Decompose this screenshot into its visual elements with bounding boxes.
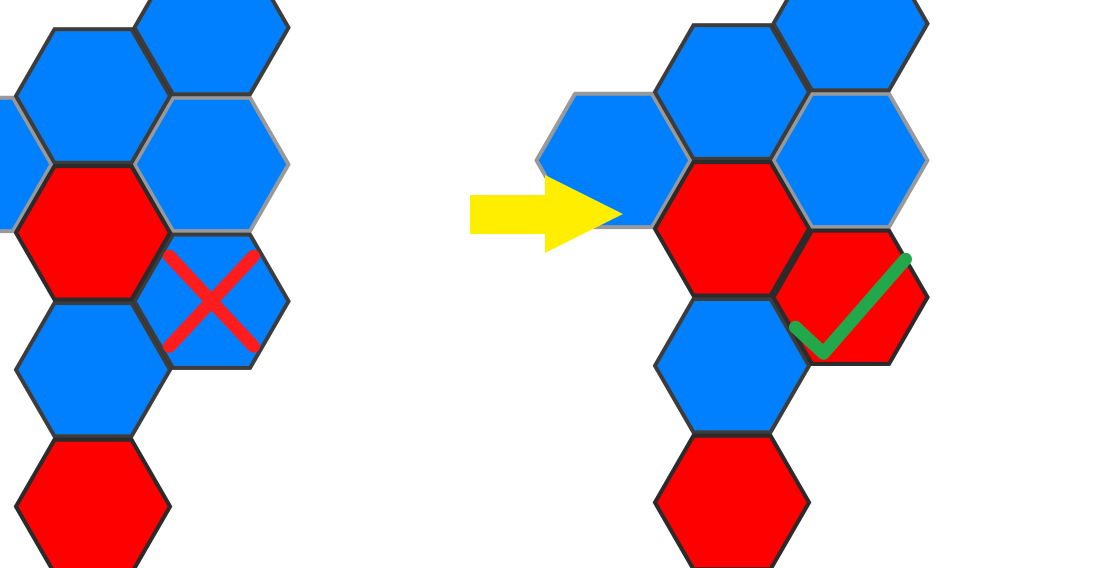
hex-cell-outline bbox=[652, 297, 812, 435]
blue-hex-cell bbox=[771, 91, 930, 230]
blue-hex-cell bbox=[132, 95, 291, 234]
red-hex-cell bbox=[652, 160, 812, 298]
cross-icon bbox=[163, 249, 260, 353]
red-hex-cell bbox=[13, 437, 173, 568]
hex-cell-outline bbox=[132, 232, 291, 370]
blue-hex-cell bbox=[0, 95, 54, 234]
red-hex-cell bbox=[13, 164, 173, 302]
arrow-right-icon bbox=[470, 175, 623, 253]
hex-cell-outline bbox=[13, 301, 173, 439]
panel-before bbox=[0, 0, 291, 568]
panel-after bbox=[534, 0, 930, 568]
hex-cell-outline bbox=[771, 0, 930, 93]
check-icon bbox=[789, 252, 912, 360]
red-hex-cell bbox=[652, 433, 812, 568]
hex-cell-outline bbox=[132, 0, 291, 97]
cross-stroke bbox=[163, 249, 260, 353]
red-hex-cell bbox=[771, 228, 930, 366]
hex-cell-outline bbox=[652, 23, 812, 161]
hex-cell-outline bbox=[13, 27, 173, 165]
